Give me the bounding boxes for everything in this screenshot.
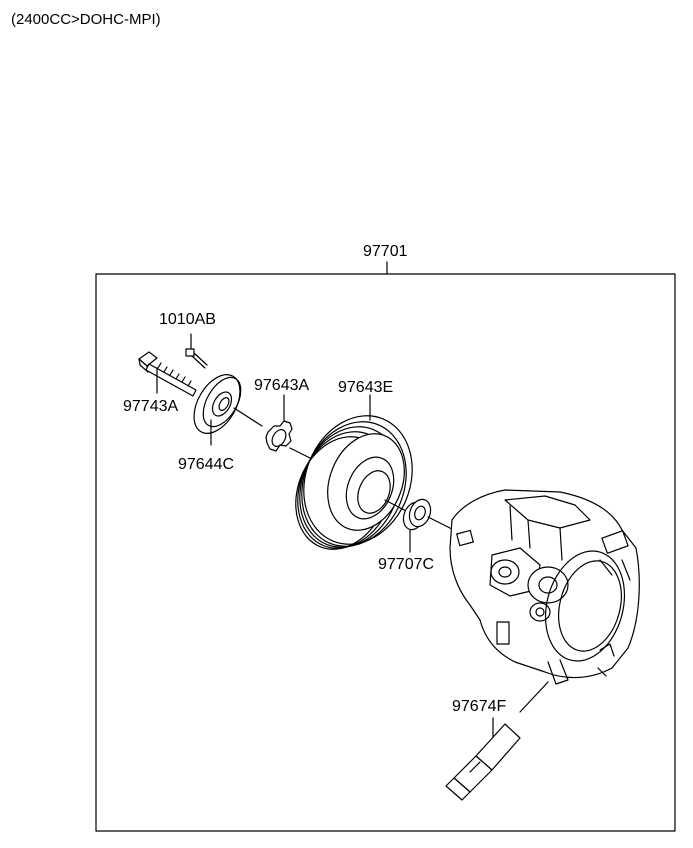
label-small-bolt: 1010AB bbox=[159, 311, 216, 328]
shim-part bbox=[265, 394, 319, 463]
label-shim: 97643A bbox=[254, 377, 310, 394]
bearing-part bbox=[402, 498, 459, 553]
sensor-part bbox=[445, 681, 549, 801]
label-pulley: 97643E bbox=[338, 379, 394, 396]
assembly-frame bbox=[95, 273, 676, 832]
label-large-bolt: 97743A bbox=[123, 398, 179, 415]
label-hub: 97644C bbox=[178, 456, 235, 473]
label-assembly: 97701 bbox=[363, 243, 408, 260]
engine-spec-title: (2400CC>DOHC-MPI) bbox=[11, 11, 161, 28]
compressor-part bbox=[449, 489, 640, 685]
small-bolt-part bbox=[185, 333, 208, 369]
label-bearing: 97707C bbox=[378, 556, 435, 573]
label-sensor: 97674F bbox=[452, 698, 507, 715]
hub-part bbox=[193, 374, 263, 446]
large-bolt-part bbox=[138, 351, 197, 397]
pulley-part bbox=[295, 394, 413, 550]
